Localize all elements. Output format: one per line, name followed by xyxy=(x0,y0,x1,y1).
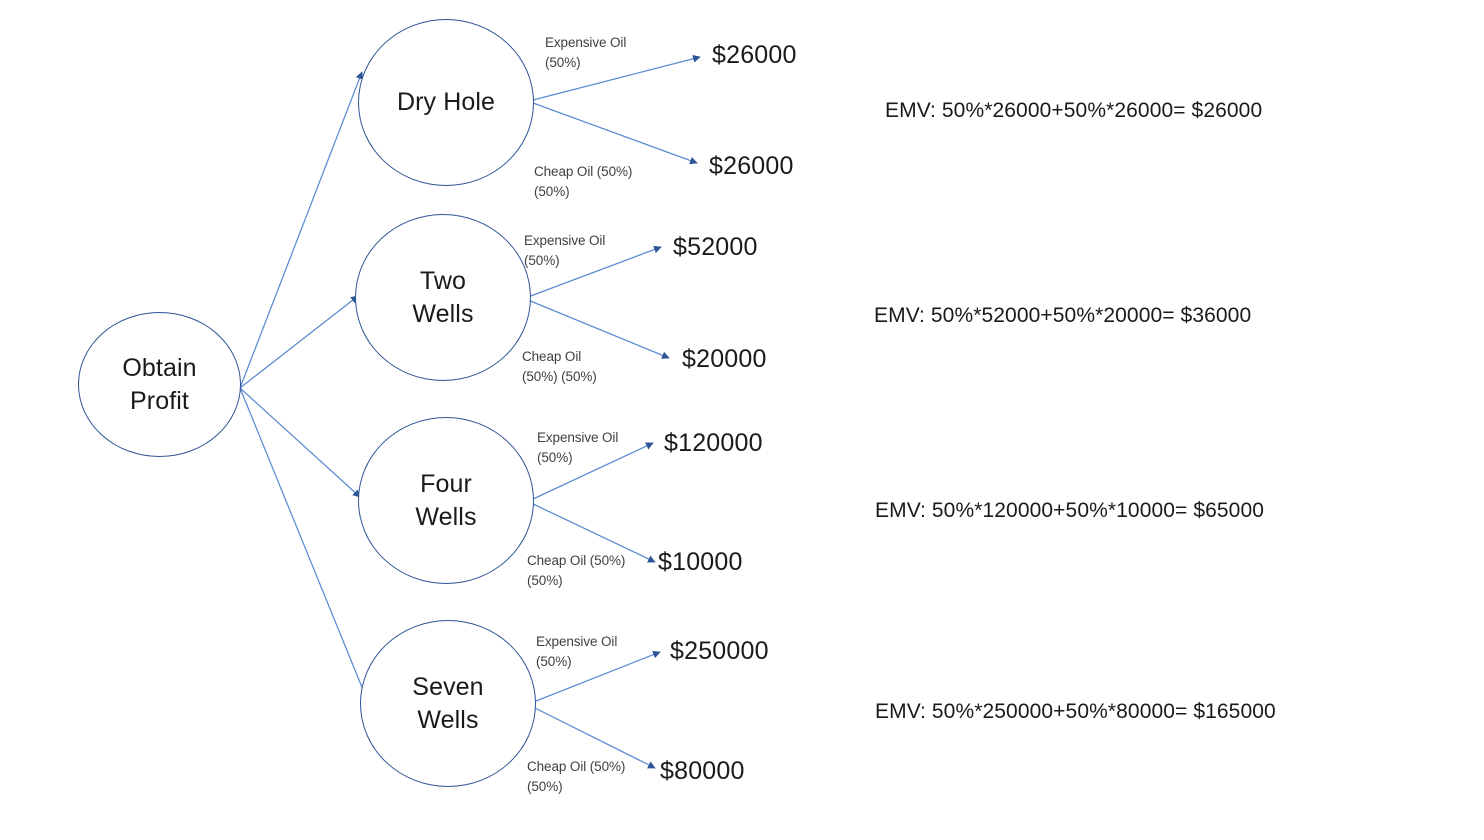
payoff-four-wells-expensive: $120000 xyxy=(664,429,763,457)
payoff-seven-wells-expensive: $250000 xyxy=(670,637,769,665)
payoff-seven-wells-cheap: $80000 xyxy=(660,757,745,785)
edge-root-to-seven-wells xyxy=(239,387,369,703)
payoff-four-wells-cheap: $10000 xyxy=(658,548,743,576)
payoff-two-wells-expensive: $52000 xyxy=(673,233,758,261)
emv-four-wells: EMV: 50%*120000+50%*10000= $65000 xyxy=(875,499,1265,522)
branch-label-dry-hole-expensive: Expensive Oil (50%) xyxy=(545,35,627,70)
branch-label-dry-hole-cheap: Cheap Oil (50%) (50%) xyxy=(534,164,633,199)
node-obtain-profit-label: Obtain Profit xyxy=(122,354,197,415)
payoff-two-wells-cheap: $20000 xyxy=(682,345,767,373)
edge-root-to-two-wells xyxy=(239,295,359,389)
branch-label-two-wells-expensive: Expensive Oil (50%) xyxy=(524,233,606,268)
node-two-wells[interactable]: Two Wells xyxy=(355,214,531,381)
edge-root-to-four-wells xyxy=(239,387,361,498)
emv-seven-wells: EMV: 50%*250000+50%*80000= $165000 xyxy=(875,700,1276,723)
branch-label-four-wells-cheap: Cheap Oil (50%) (50%) xyxy=(527,553,626,588)
payoff-dry-hole-expensive: $26000 xyxy=(712,41,797,69)
node-seven-wells[interactable]: Seven Wells xyxy=(360,620,536,787)
node-four-wells[interactable]: Four Wells xyxy=(358,417,534,584)
node-four-wells-label: Four Wells xyxy=(415,470,477,531)
edge-dry-hole-cheap xyxy=(532,102,698,165)
emv-dry-hole: EMV: 50%*26000+50%*26000= $26000 xyxy=(885,99,1263,122)
node-dry-hole-label: Dry Hole xyxy=(396,88,496,117)
branch-label-seven-wells-cheap: Cheap Oil (50%) (50%) xyxy=(527,759,626,794)
node-two-wells-label: Two Wells xyxy=(412,267,474,328)
node-seven-wells-label: Seven Wells xyxy=(412,673,484,734)
node-dry-hole[interactable]: Dry Hole xyxy=(358,19,534,186)
branch-label-two-wells-cheap: Cheap Oil (50%) (50%) xyxy=(522,349,597,384)
node-obtain-profit[interactable]: Obtain Profit xyxy=(78,312,241,457)
edge-root-to-dry-hole xyxy=(239,71,364,389)
payoff-dry-hole-cheap: $26000 xyxy=(709,152,794,180)
branch-label-seven-wells-expensive: Expensive Oil (50%) xyxy=(536,634,618,669)
branch-label-four-wells-expensive: Expensive Oil (50%) xyxy=(537,430,619,465)
emv-two-wells: EMV: 50%*52000+50%*20000= $36000 xyxy=(874,304,1252,327)
